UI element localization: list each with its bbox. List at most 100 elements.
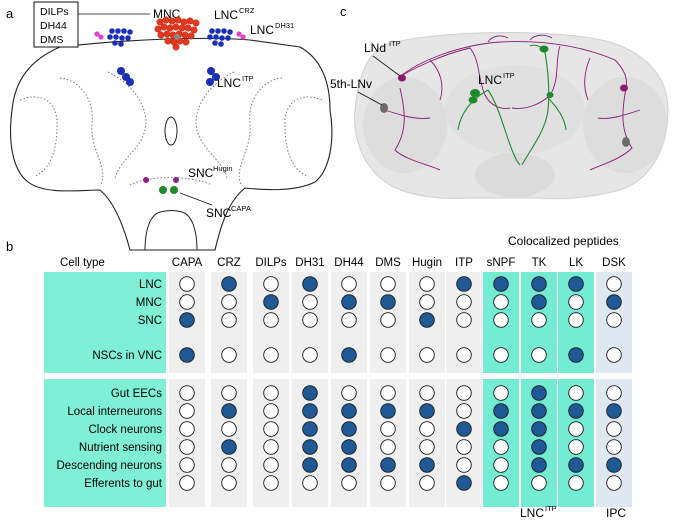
filled-dot <box>568 276 584 292</box>
empty-dot <box>456 385 472 401</box>
lnc-dh31-cell-dot <box>215 28 221 34</box>
brain-outline <box>10 37 333 251</box>
lateral-pink-cell-dot <box>240 34 246 40</box>
empty-dot <box>221 294 237 310</box>
lnc-dh31-cell-dot <box>121 28 127 34</box>
mnc-cell-dot <box>192 19 200 27</box>
svg-text:LNC: LNC <box>214 8 238 22</box>
mnc-cell-dot <box>187 32 195 40</box>
column-header-lk: LK <box>569 257 583 269</box>
empty-dot <box>179 294 195 310</box>
lateral-pink-cell-dot <box>94 31 100 37</box>
label-lnc-crz: LNC CRZ <box>214 6 255 22</box>
empty-dot <box>493 294 509 310</box>
svg-text:ITP: ITP <box>389 39 401 48</box>
empty-dot <box>302 475 318 491</box>
empty-dot <box>380 276 396 292</box>
filled-dot <box>380 403 396 419</box>
lnv-soma-right <box>622 137 630 147</box>
colocalized-header: Colocalized peptides <box>508 234 619 248</box>
empty-dot <box>568 312 584 328</box>
lnc-dh31-cell-dot <box>118 41 124 47</box>
lnd-itp-soma-left <box>398 74 406 82</box>
column-header-dms: DMS <box>375 257 401 269</box>
row-label: MNC <box>136 297 162 309</box>
empty-dot <box>263 457 279 473</box>
footer-lnc-itp: LNC ITP <box>520 504 557 520</box>
svg-text:LNC: LNC <box>520 506 544 520</box>
empty-dot <box>263 385 279 401</box>
lnc-itp-neurons <box>457 44 567 166</box>
box-line-dilps: DILPs <box>40 6 69 18</box>
lnc-dh31-cell-dot <box>218 41 224 47</box>
panel-a-label: a <box>6 6 14 21</box>
empty-dot <box>179 475 195 491</box>
empty-dot <box>493 475 509 491</box>
row-label: Efferents to gut <box>84 478 163 490</box>
label-lnd-itp: LNd ITP <box>364 39 401 55</box>
empty-dot <box>531 312 547 328</box>
right-central-outline <box>195 71 235 179</box>
empty-dot <box>221 385 237 401</box>
row-label: Gut EECs <box>111 388 162 400</box>
panel-c: c <box>330 4 669 200</box>
empty-dot <box>568 475 584 491</box>
column-header-snpf: sNPF <box>487 257 516 269</box>
empty-dot <box>221 421 237 437</box>
empty-dot <box>302 347 318 363</box>
empty-dot <box>606 276 622 292</box>
mnc-cell-dot <box>174 16 182 24</box>
itp-neuron-arbor <box>384 34 641 171</box>
sez-outline <box>129 177 213 186</box>
empty-dot <box>419 421 435 437</box>
lnc-itp-cell-dot <box>207 67 215 75</box>
empty-dot <box>419 276 435 292</box>
empty-dot <box>380 312 396 328</box>
row-label: SNC <box>138 315 162 327</box>
empty-dot <box>380 385 396 401</box>
filled-dot <box>568 403 584 419</box>
empty-dot <box>606 347 622 363</box>
filled-dot <box>456 475 472 491</box>
empty-dot <box>263 403 279 419</box>
lnc-dh31-cell-dot <box>227 29 233 35</box>
snc-hugin-cell-dot <box>173 177 179 183</box>
empty-dot <box>419 347 435 363</box>
mnc-cell-dot <box>160 23 168 31</box>
label-lnc-itp: LNC ITP <box>217 74 254 90</box>
panel-c-label: c <box>340 4 347 19</box>
filled-dot <box>302 385 318 401</box>
mnc-cell-dot <box>184 24 192 32</box>
row-label: Clock neurons <box>88 424 162 436</box>
svg-text:SNC: SNC <box>206 206 232 220</box>
empty-dot <box>568 421 584 437</box>
column-header-tk: TK <box>532 257 547 269</box>
filled-dot <box>302 403 318 419</box>
empty-dot <box>456 403 472 419</box>
cell-type-band-group1 <box>44 272 166 373</box>
row-label: Descending neurons <box>57 460 163 472</box>
svg-text:ITP: ITP <box>242 74 254 83</box>
filled-dot <box>531 294 547 310</box>
panel-b-label: b <box>6 239 13 254</box>
svg-text:CAPA: CAPA <box>231 204 251 213</box>
left-optic-lobe-render <box>363 77 447 173</box>
empty-dot <box>531 475 547 491</box>
empty-dot <box>419 475 435 491</box>
empty-dot <box>606 385 622 401</box>
lnc-itp-soma-right-2 <box>546 92 554 98</box>
box-line-dms: DMS <box>40 34 63 46</box>
filled-dot <box>493 403 509 419</box>
filled-dot <box>221 439 237 455</box>
mnc-cell-dot <box>190 26 198 34</box>
empty-dot <box>341 385 357 401</box>
empty-dot <box>179 439 195 455</box>
empty-dot <box>179 385 195 401</box>
label-mnc: MNC <box>153 7 181 21</box>
mnc-cell-dot <box>164 37 172 45</box>
empty-dot <box>456 457 472 473</box>
empty-dot <box>263 421 279 437</box>
empty-dot <box>493 457 509 473</box>
svg-text:LNC: LNC <box>217 76 241 90</box>
lnc-dh31-cell-dot <box>225 35 231 41</box>
